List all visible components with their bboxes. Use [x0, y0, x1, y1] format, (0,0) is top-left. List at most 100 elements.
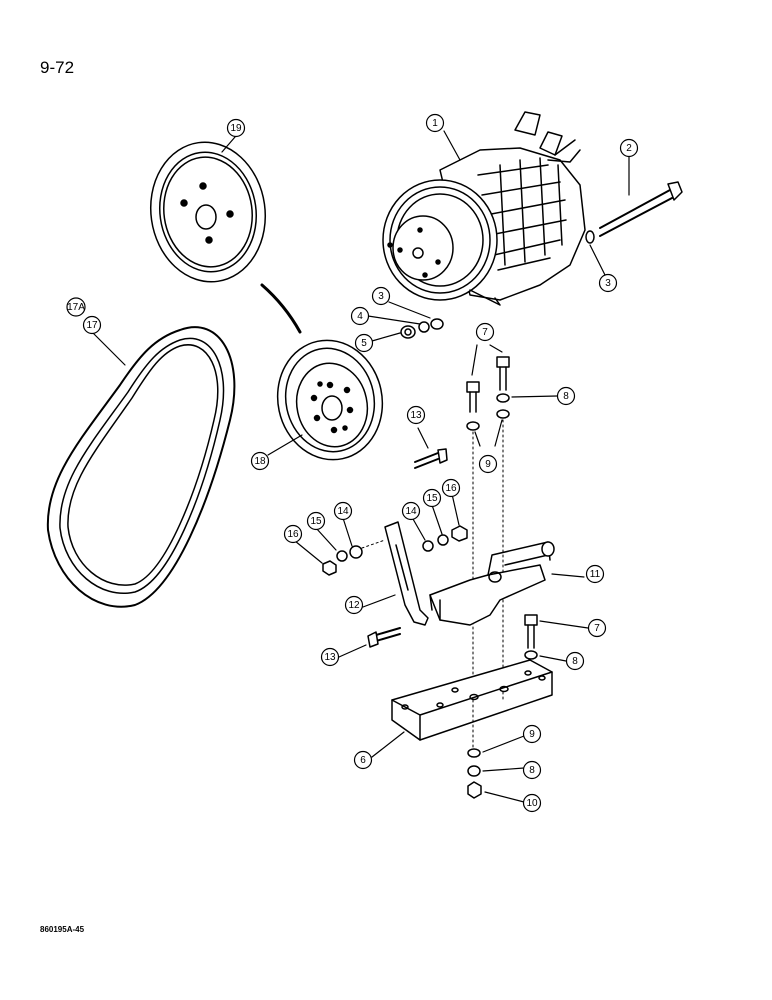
callout-4: 4	[350, 306, 370, 326]
callout-circle	[226, 118, 246, 138]
callout-8: 8	[565, 651, 585, 671]
washers-9-8-nut-10-lower	[467, 748, 482, 799]
bolt-7-lower	[524, 614, 538, 660]
callout-17: 17	[82, 315, 102, 335]
callout-circle	[333, 501, 353, 521]
callout-9: 9	[478, 454, 498, 474]
callout-1: 1	[425, 113, 445, 133]
callout-7: 7	[587, 618, 607, 638]
callout-circle	[344, 595, 364, 615]
callout-circle	[585, 564, 605, 584]
callout-circle	[619, 138, 639, 158]
callout-number: 8	[572, 656, 578, 667]
callout-circle	[353, 750, 373, 770]
callout-circle	[422, 488, 442, 508]
callout-circle	[371, 286, 391, 306]
callout-number: 19	[230, 123, 242, 134]
callout-number: 13	[324, 652, 336, 663]
callout-circle	[478, 454, 498, 474]
mounting-plate-6	[391, 659, 553, 761]
callout-circle	[354, 333, 374, 353]
callout-number: 12	[348, 600, 360, 611]
callout-13: 13	[406, 405, 426, 425]
callout-number: 17A	[67, 302, 85, 313]
drive-belt-17	[46, 326, 236, 608]
callout-circle	[587, 618, 607, 638]
callout-2: 2	[619, 138, 639, 158]
callout-number: 2	[626, 143, 632, 154]
callout-number: 14	[405, 506, 417, 517]
callout-circle	[598, 273, 618, 293]
callout-number: 10	[526, 798, 538, 809]
callout-number: 17	[86, 320, 98, 331]
callout-8: 8	[556, 386, 576, 406]
callout-number: 15	[310, 516, 322, 527]
bolt-13-upper	[414, 448, 448, 469]
callout-9: 9	[522, 724, 542, 744]
callout-number: 18	[254, 456, 266, 467]
callout-14: 14	[401, 501, 421, 521]
callout-number: 3	[378, 291, 384, 302]
callout-number: 4	[357, 311, 363, 322]
callout-11: 11	[585, 564, 605, 584]
callout-circle	[475, 322, 495, 342]
callout-16: 16	[441, 478, 461, 498]
callout-number: 9	[529, 729, 535, 740]
callout-5: 5	[354, 333, 374, 353]
callout-7: 7	[475, 322, 495, 342]
figure-code: 860195A-45	[40, 925, 85, 934]
callout-circle	[522, 760, 542, 780]
callout-15: 15	[306, 511, 326, 531]
callout-18: 18	[250, 451, 270, 471]
callout-number: 6	[360, 755, 366, 766]
callout-number: 16	[445, 483, 457, 494]
callout-circle	[556, 386, 576, 406]
callout-number: 7	[594, 623, 600, 634]
compressor-1	[382, 111, 586, 306]
bolt-2	[585, 181, 683, 244]
callout-number: 8	[563, 391, 569, 402]
callout-number: 13	[410, 410, 422, 421]
callout-number: 9	[485, 459, 491, 470]
pulley-19	[149, 141, 267, 283]
callout-13: 13	[320, 647, 340, 667]
callout-16: 16	[283, 524, 303, 544]
callout-circle	[250, 451, 270, 471]
callout-circle	[82, 315, 102, 335]
callout-number: 7	[482, 327, 488, 338]
callout-12: 12	[344, 595, 364, 615]
adjusting-bracket-12	[384, 521, 429, 626]
callout-number: 15	[426, 493, 438, 504]
callout-circle	[350, 306, 370, 326]
callout-number: 1	[432, 118, 438, 129]
nuts-washers-14-15-16	[322, 525, 468, 576]
callout-circle	[283, 524, 303, 544]
callout-8: 8	[522, 760, 542, 780]
callout-circle	[425, 113, 445, 133]
bolt-13-lower	[367, 627, 401, 648]
callout-number: 11	[590, 569, 601, 580]
callout-14: 14	[333, 501, 353, 521]
page-number: 9-72	[40, 58, 75, 77]
callout-3: 3	[371, 286, 391, 306]
mounting-bracket-11	[429, 541, 555, 626]
callout-circle	[401, 501, 421, 521]
callout-number: 8	[529, 765, 535, 776]
callout-leaders	[91, 130, 630, 803]
callout-circle	[66, 297, 86, 317]
washer-3-lockwasher-4-nut-5	[400, 318, 444, 339]
callout-circle	[522, 793, 542, 813]
callout-19: 19	[226, 118, 246, 138]
callout-number: 16	[287, 529, 299, 540]
callout-15: 15	[422, 488, 442, 508]
callout-number: 3	[605, 278, 611, 289]
pulley-18	[276, 339, 384, 461]
callout-17a: 17A	[66, 297, 86, 317]
callout-circle	[565, 651, 585, 671]
callout-circle	[522, 724, 542, 744]
callout-circle	[306, 511, 326, 531]
callout-3: 3	[598, 273, 618, 293]
callout-circle	[441, 478, 461, 498]
